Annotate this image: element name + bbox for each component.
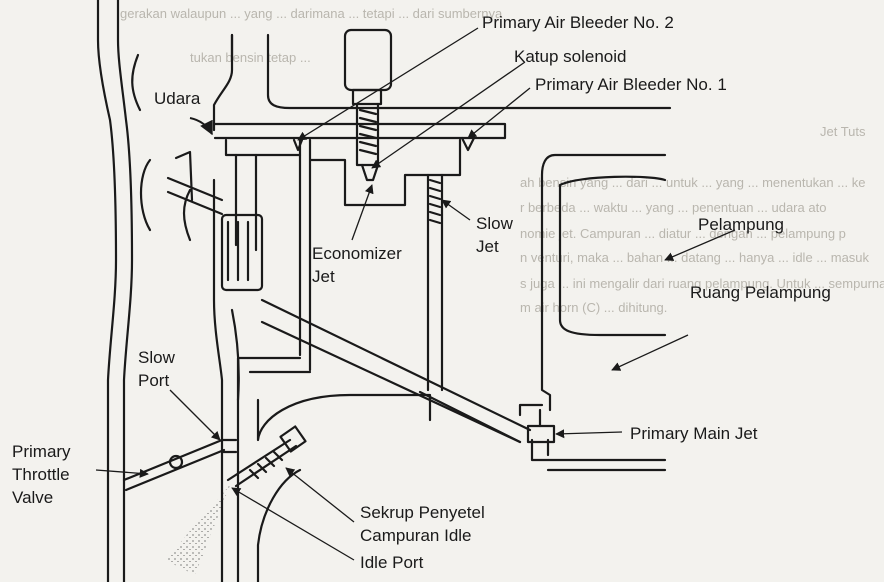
- idle-mixture-screw: [226, 425, 307, 488]
- bleed-text-9: m air horn (C) ... dihitung.: [520, 300, 668, 315]
- label-economizer-1: Economizer: [312, 244, 402, 263]
- leader-katup-solenoid: [371, 61, 526, 169]
- label-throttle-2: Throttle: [12, 465, 70, 484]
- label-slow-jet-2: Jet: [476, 237, 499, 256]
- leader-primary-throttle-valve: [95, 468, 149, 478]
- label-katup-solenoid: Katup solenoid: [514, 47, 627, 66]
- label-throttle-3: Valve: [12, 488, 54, 507]
- leader-primary-air-bleeder-2: [297, 27, 479, 141]
- label-idle-port: Idle Port: [360, 553, 424, 572]
- leader-slow-port: [169, 389, 221, 441]
- bleed-text-3: Jet Tuts: [820, 124, 866, 139]
- bleed-text-8: s juga ... ini mengalir dari ruang pelam…: [520, 276, 884, 291]
- venturi-mark-lower: [140, 158, 152, 232]
- label-sekrup-2: Campuran Idle: [360, 526, 472, 545]
- leader-ruang-pelampung: [611, 334, 689, 371]
- venturi-mark-upper: [131, 53, 142, 112]
- leader-sekrup-penyetel: [285, 467, 355, 523]
- main-nozzle: [166, 150, 224, 242]
- label-pelampung: Pelampung: [698, 215, 785, 234]
- bleed-text-5: r berbeda ... waktu ... yang ... penentu…: [520, 200, 827, 215]
- idle-passage: [220, 393, 432, 454]
- air-inlet-arrow: [189, 117, 213, 136]
- bleed-text-7: n venturi, maka ... bahan ... datang ...…: [520, 250, 870, 265]
- label-primary-air-bleeder-2: Primary Air Bleeder No. 2: [482, 13, 674, 32]
- leader-economizer-jet: [351, 184, 374, 241]
- label-primary-air-bleeder-1: Primary Air Bleeder No. 1: [535, 75, 727, 94]
- bleed-text-1: gerakan walaupun ... yang ... darimana .…: [120, 6, 503, 21]
- label-primary-main-jet: Primary Main Jet: [630, 424, 758, 443]
- fuel-spray: [165, 485, 230, 575]
- slow-jet-tube: [426, 173, 444, 392]
- label-slow-port-2: Port: [138, 371, 170, 390]
- leader-primary-air-bleeder-1: [467, 87, 531, 139]
- label-sekrup-1: Sekrup Penyetel: [360, 503, 485, 522]
- air-bleeders: [292, 136, 476, 152]
- throttle-valve: [122, 438, 226, 492]
- bleed-text-6: nomie jet. Campuran ... diatur ... denga…: [520, 226, 846, 241]
- air-horn: [230, 33, 672, 110]
- float: [558, 175, 667, 337]
- label-ruang-pelampung: Ruang Pelampung: [690, 283, 831, 302]
- solenoid-valve: [343, 28, 393, 182]
- label-economizer-2: Jet: [312, 267, 335, 286]
- label-udara: Udara: [154, 89, 201, 108]
- float-chamber: [518, 153, 667, 472]
- leader-idle-port: [231, 487, 355, 561]
- label-slow-jet-1: Slow: [476, 214, 513, 233]
- barrel-left-wall: [96, 0, 134, 582]
- idle-cavity: [256, 468, 302, 582]
- leader-pelampung: [664, 229, 736, 261]
- leader-primary-main-jet: [555, 429, 623, 439]
- main-emulsion-tube: [220, 153, 264, 292]
- main-passage: [236, 298, 532, 444]
- bleed-text-4: ah bensin yang ... dari ... untuk ... ya…: [520, 175, 866, 190]
- bleed-text-2: tukan bensin tetap ...: [190, 50, 311, 65]
- label-slow-port-1: Slow: [138, 348, 175, 367]
- label-throttle-1: Primary: [12, 442, 71, 461]
- main-jet: [526, 408, 556, 444]
- leader-slow-jet: [441, 199, 471, 221]
- top-cover: [213, 122, 507, 157]
